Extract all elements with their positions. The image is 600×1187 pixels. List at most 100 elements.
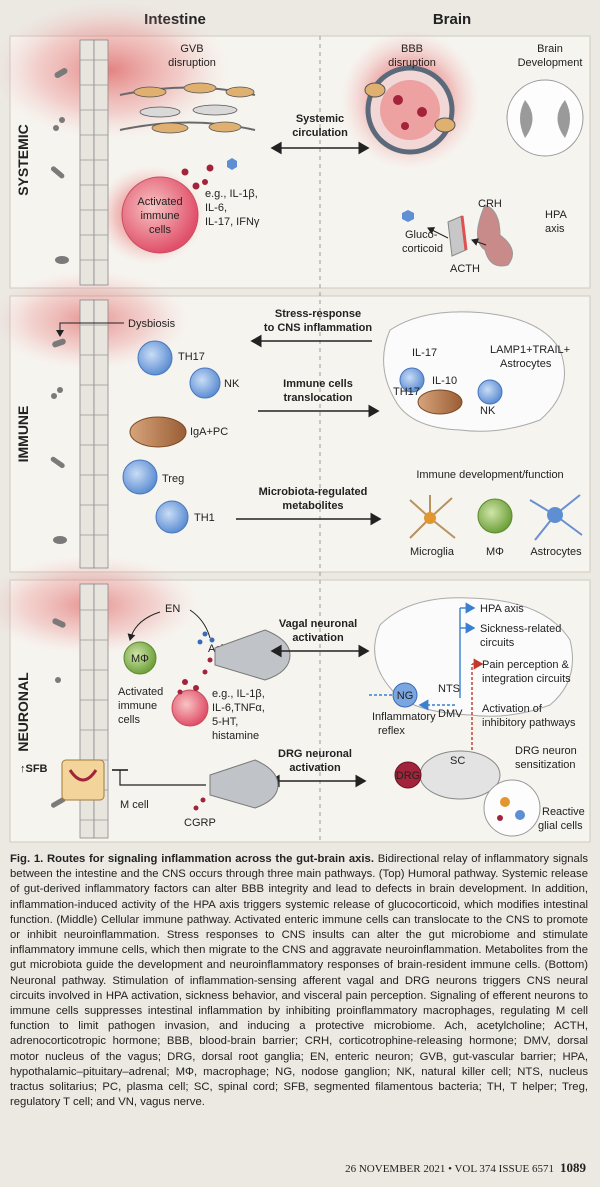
drg-path-label-2: activation	[289, 762, 341, 774]
sc-label: SC	[450, 755, 465, 767]
systemic-pathway-label-1: Systemic	[296, 113, 344, 125]
hpa-axis-label: HPA axis	[480, 603, 524, 615]
brain-dev-label-1: Brain	[537, 43, 563, 55]
intestinal-epithelium	[79, 39, 109, 839]
stress-response-label-1: Stress-response	[275, 308, 361, 320]
immune-dev-title: Immune development/function	[416, 469, 563, 481]
reactive-label-1: Reactive	[542, 806, 585, 818]
gvb-vessel	[119, 82, 256, 134]
mediator-text-1: e.g., IL-1β,	[212, 688, 265, 700]
dmv-label: DMV	[438, 708, 463, 720]
translocation-label-1: Immune cells	[283, 378, 353, 390]
astrocytes-label: Astrocytes	[530, 546, 582, 558]
gvb-label-1: GVB	[180, 43, 203, 55]
sickness-label-1: Sickness-related	[480, 623, 561, 635]
drg-ganglion	[394, 761, 422, 789]
sickness-label-2: circuits	[480, 637, 515, 649]
il17-label: IL-17	[412, 347, 437, 359]
gut-brain-figure: Intestine Brain	[0, 0, 591, 843]
crh-label: CRH	[478, 198, 502, 210]
nodose-ganglion	[392, 682, 418, 708]
brain-nk-label: NK	[480, 405, 496, 417]
cytokine-text-2: IL-6,	[205, 202, 227, 214]
m-cell-label: M cell	[120, 799, 149, 811]
nts-label: NTS	[438, 683, 460, 695]
lamp-label-2: Astrocytes	[500, 358, 552, 370]
mediator-text-4: histamine	[212, 730, 259, 742]
metabolites-label-1: Microbiota-regulated	[259, 486, 368, 498]
sfb-label: ↑SFB	[20, 763, 48, 775]
dysbiosis-label: Dysbiosis	[128, 318, 176, 330]
page-footer: 26 NOVEMBER 2021 • VOL 374 ISSUE 6571 108…	[345, 1160, 586, 1176]
lamp-label-1: LAMP1+TRAIL+	[490, 344, 570, 356]
section-label-neuronal: NEURONAL	[15, 672, 31, 752]
treg-label: Treg	[162, 473, 184, 485]
drg-label: DRG	[396, 770, 420, 782]
mediator-text-3: 5-HT,	[212, 716, 238, 728]
il10-label: IL-10	[432, 375, 457, 387]
issue-info: 26 NOVEMBER 2021 • VOL 374 ISSUE 6571	[345, 1163, 554, 1175]
systemic-pathway-label-2: circulation	[292, 127, 348, 139]
th17-cell	[137, 340, 173, 376]
caption-body: Bidirectional relay of inflammatory sign…	[10, 853, 588, 1109]
neuronal-activated-cell	[171, 689, 209, 727]
reflex-label-1: Inflammatory	[372, 711, 436, 723]
caption-title: Fig. 1. Routes for signaling inflammatio…	[10, 853, 374, 865]
brain-dev-label-2: Development	[518, 57, 583, 69]
neuronal-activated-label-3: cells	[118, 714, 141, 726]
hormone-hexagon	[227, 158, 237, 170]
drg-sens-label-2: sensitization	[515, 759, 576, 771]
cytokine-dots	[181, 164, 214, 190]
cgrp-label: CGRP	[184, 817, 216, 829]
brain-th17-label: TH17	[393, 386, 420, 398]
hpa-label-2: axis	[545, 223, 565, 235]
reflex-label-2: reflex	[378, 725, 405, 737]
gvb-label-2: disruption	[168, 57, 216, 69]
metabolites-label-2: metabolites	[282, 500, 343, 512]
nk-label: NK	[224, 378, 240, 390]
brain-header: Brain	[433, 11, 471, 28]
gut-microbiota	[50, 68, 69, 808]
reactive-label-2: glial cells	[538, 820, 583, 832]
iga-pc-cell	[129, 416, 187, 448]
bbb-vessel	[364, 65, 456, 155]
cytokine-text-3: IL-17, IFNγ	[205, 216, 260, 228]
drg-neuron-terminal	[209, 759, 279, 809]
brain-development-icon	[506, 79, 584, 157]
bbb-label-2: disruption	[388, 57, 436, 69]
microglia-label: Microglia	[410, 546, 455, 558]
pain-label-2: integration circuits	[482, 673, 571, 685]
bbb-label-1: BBB	[401, 43, 423, 55]
th1-cell	[155, 500, 189, 534]
drg-sens-label-1: DRG neuron	[515, 745, 577, 757]
section-label-systemic: SYSTEMIC	[15, 124, 31, 196]
neuronal-activated-label-2: immune	[118, 700, 157, 712]
macrophage-icon	[477, 498, 513, 534]
activated-immune-cell	[121, 176, 199, 254]
figure-caption: Fig. 1. Routes for signaling inflammatio…	[10, 852, 588, 1110]
neuronal-mphi-label: MΦ	[131, 653, 149, 665]
inhibitory-label-2: inhibitory pathways	[482, 717, 576, 729]
neuronal-activated-label-1: Activated	[118, 686, 163, 698]
activated-cells-label-1: Activated	[137, 196, 182, 208]
inhibitory-label-1: Activation of	[482, 703, 543, 715]
hpa-label-1: HPA	[545, 209, 567, 221]
page-number: 1089	[560, 1160, 586, 1175]
macrophage-label: MΦ	[486, 546, 504, 558]
brain-outline-neuronal	[374, 597, 573, 717]
activated-cells-label-2: immune	[140, 210, 179, 222]
iga-label: IgA+PC	[190, 426, 228, 438]
glucocorticoid-label-2: corticoid	[402, 243, 443, 255]
vagal-label-1: Vagal neuronal	[279, 618, 357, 630]
stress-response-label-2: to CNS inflammation	[264, 322, 372, 334]
vagal-label-2: activation	[292, 632, 344, 644]
en-label: EN	[165, 603, 180, 615]
treg-cell	[122, 459, 158, 495]
drg-path-label-1: DRG neuronal	[278, 748, 352, 760]
activated-cells-label-3: cells	[149, 224, 172, 236]
th1-label: TH1	[194, 512, 215, 524]
neuronal-macrophage	[123, 641, 157, 675]
glial-zoom-circle	[483, 779, 541, 837]
mediator-text-2: IL-6,TNFα,	[212, 702, 265, 714]
nk-cell	[189, 367, 221, 399]
